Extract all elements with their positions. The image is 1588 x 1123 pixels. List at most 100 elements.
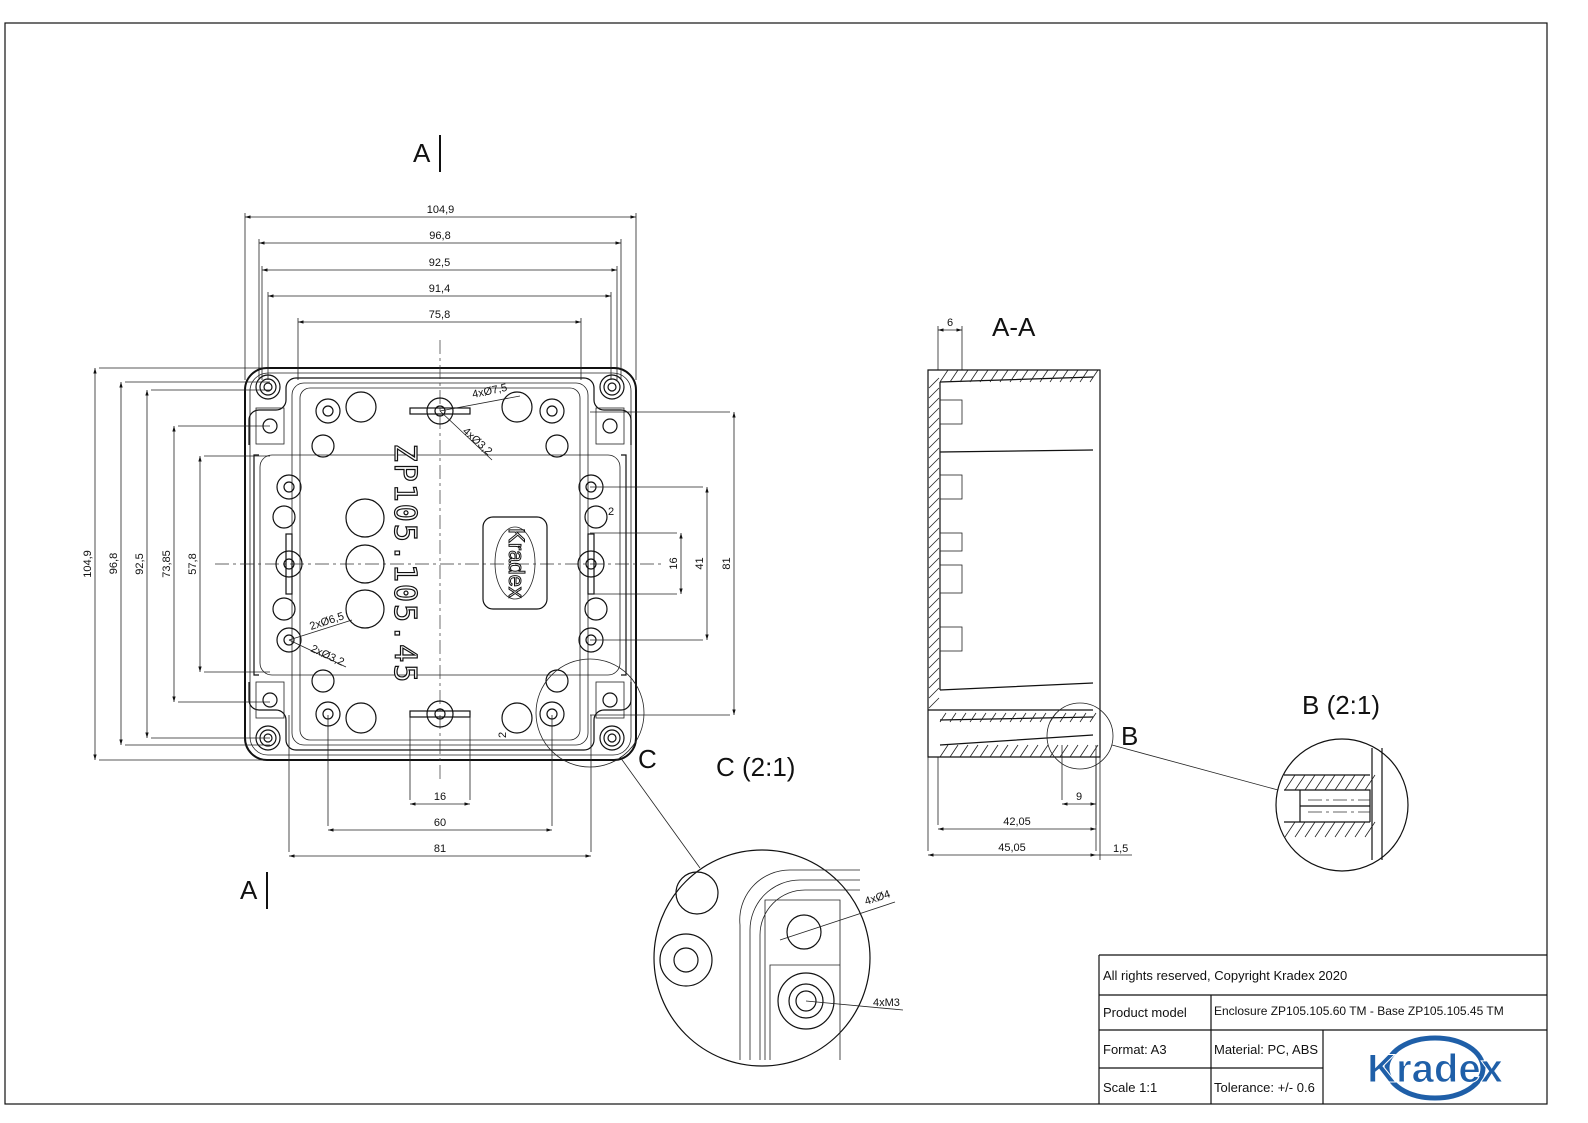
small-hole	[602, 692, 618, 708]
dimension-label: 81	[721, 557, 733, 569]
dimension-label: 9	[1076, 791, 1082, 803]
plan-callouts: 4xØ7,5 4xØ3,2 2xØ6,5 2xØ3,2 2 2	[288, 382, 614, 738]
knockout-hole	[345, 498, 385, 538]
dimension-label: 1,5	[1113, 843, 1128, 855]
hole	[607, 733, 617, 743]
callout-hole-d: 2xØ3,2	[309, 643, 346, 669]
knockout-hole	[345, 391, 377, 423]
dimension-horizontal: 45,05	[927, 757, 1097, 857]
dimension-vertical: 57,8	[187, 455, 270, 673]
detail-b-view	[1275, 738, 1409, 872]
small-hole	[602, 418, 618, 434]
material-text: Material: PC, ABS	[1214, 1042, 1318, 1057]
hole	[607, 382, 617, 392]
knockout-hole	[584, 505, 608, 529]
keyhole-slot	[275, 533, 303, 595]
format-text: Format: A3	[1103, 1042, 1167, 1057]
scale-text: Scale 1:1	[1103, 1080, 1157, 1095]
dimension-vertical: 92,5	[134, 389, 270, 739]
drawing-frame	[4, 22, 1548, 1105]
dimension-label: 104,9	[427, 204, 455, 216]
dimension-vertical: 104,9	[82, 367, 270, 761]
dimension-label: 81	[434, 843, 446, 855]
hole	[603, 729, 621, 747]
screw-boss	[539, 398, 565, 424]
dimension-label: 41	[694, 557, 706, 569]
knockout-hole	[584, 597, 608, 621]
keyhole-slot	[409, 397, 471, 425]
dimension-vertical: 73,85	[161, 425, 270, 703]
dimension-horizontal: 75,8	[297, 309, 582, 380]
dimension-horizontal: 6	[937, 317, 963, 370]
hole	[322, 405, 334, 417]
gap-bottom-dim: 2	[497, 732, 509, 738]
callout-hole-c: 2xØ6,5	[308, 610, 345, 632]
dimension-label: 104,9	[82, 550, 94, 578]
logo-wordmark: Kradex	[1367, 1047, 1503, 1091]
screw-boss	[276, 474, 302, 500]
dimension-label: 45,05	[998, 842, 1026, 854]
product-model-label: Product model	[1103, 1005, 1187, 1020]
part-marking: ZP105.105.45	[387, 444, 422, 685]
detail-b-title: B (2:1)	[1302, 690, 1380, 720]
hole	[263, 382, 273, 392]
dimension-vertical: 16	[590, 532, 683, 595]
dimension-horizontal: 91,4	[267, 283, 612, 380]
hole	[603, 378, 621, 396]
plan-view: Kradex ZP105.105.45	[215, 340, 665, 780]
corner-mount-hole	[599, 374, 625, 400]
dimension-horizontal: 96,8	[258, 230, 622, 380]
knockout-hole	[545, 669, 569, 693]
dimension-label: 92,5	[429, 257, 450, 269]
dimension-vertical: 41	[590, 486, 709, 641]
dimension-horizontal: 60	[327, 715, 553, 832]
knockout-hole	[311, 434, 335, 458]
knockout-hole	[501, 391, 533, 423]
knockout-hole	[501, 702, 533, 734]
detail-c-view: 4xØ4 4xM3	[653, 849, 904, 1067]
dimension-label: 92,5	[134, 553, 146, 574]
dimension-horizontal: 9	[1061, 745, 1097, 806]
dimension-label: 16	[434, 791, 446, 803]
kradex-logo: Kradex	[1367, 1035, 1503, 1101]
dimension-label: 96,8	[108, 553, 120, 574]
detail-c-title: C (2:1)	[716, 752, 795, 782]
small-hole	[262, 692, 278, 708]
dimension-label: 96,8	[429, 230, 450, 242]
corner-mount-hole	[599, 725, 625, 751]
hole	[546, 405, 558, 417]
dimension-label: 57,8	[187, 553, 199, 574]
dimension-vertical: 96,8	[108, 381, 270, 746]
hole	[283, 634, 295, 646]
dimension-label: 6	[947, 317, 953, 329]
hole	[283, 481, 295, 493]
callout-hole-b: 4xØ3,2	[460, 425, 494, 458]
dimension-label: 91,4	[429, 283, 450, 295]
knockout-hole	[345, 589, 385, 629]
dimension-label: 42,05	[1003, 816, 1031, 828]
knockout-hole	[345, 544, 385, 584]
dimension-vertical: 81	[590, 411, 736, 716]
section-aa-title: A-A	[992, 312, 1036, 342]
tolerance-text: Tolerance: +/- 0.6	[1214, 1080, 1315, 1095]
gap-right-dim: 2	[608, 506, 614, 518]
callout-hole-a: 4xØ7,5	[471, 382, 508, 401]
dimension-label: 75,8	[429, 309, 450, 321]
knockout-hole	[311, 669, 335, 693]
dimension-label: 73,85	[161, 550, 173, 578]
keyhole-slot	[409, 700, 471, 728]
detail-c-circle	[535, 658, 645, 768]
detail-c-callout-2: 4xM3	[873, 997, 900, 1009]
dimension-label: 60	[434, 817, 446, 829]
screw-boss	[315, 398, 341, 424]
copyright-text: All rights reserved, Copyright Kradex 20…	[1103, 968, 1347, 983]
kradex-logo-emboss: Kradex	[482, 516, 548, 610]
dimension-label: 16	[668, 557, 680, 569]
dimension-horizontal: 92,5	[261, 257, 618, 380]
detail-c-marker: C	[638, 744, 657, 774]
hole	[259, 378, 277, 396]
detail-b-marker: B	[1121, 721, 1138, 751]
logo-text: Kradex	[504, 528, 529, 598]
knockout-hole	[545, 434, 569, 458]
